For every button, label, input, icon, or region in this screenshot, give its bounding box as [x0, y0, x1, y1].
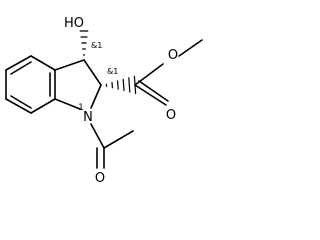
hydroxyl-label: HO — [64, 16, 84, 31]
ester-ether-oxygen-label: O — [168, 48, 178, 63]
nitrogen-number-label: 1 — [78, 103, 84, 113]
pyrrolidine-ring — [54, 59, 102, 110]
ester-carbonyl-oxygen-label: O — [166, 108, 176, 123]
nitrogen-label: N — [83, 110, 93, 125]
methyl-ester-group — [134, 39, 203, 106]
benzene-ring — [5, 55, 56, 114]
acetyl-oxygen-label: O — [95, 171, 105, 186]
stereo-label-c2: &1 — [107, 67, 118, 76]
chemical-structure: HO N 1 O O O &1 &1 — [5, 16, 203, 186]
hashed-bond-c2-ester — [105, 75, 137, 95]
acetyl-group — [90, 123, 134, 169]
stereo-label-c3: &1 — [91, 41, 102, 50]
hashed-bond-c3-oh — [79, 30, 89, 56]
